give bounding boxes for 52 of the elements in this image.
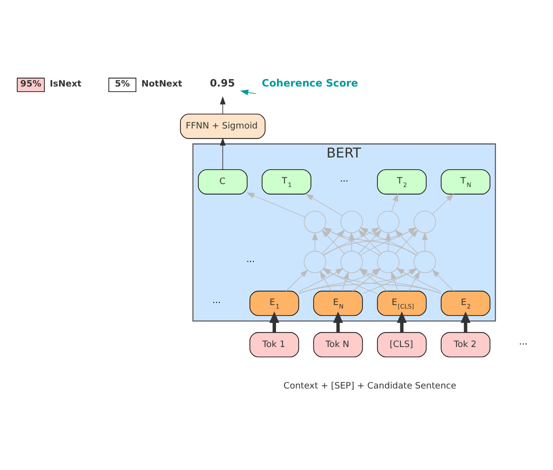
arrow [391, 270, 398, 291]
arrow [408, 270, 420, 291]
node-box: E$_{2}$ [440, 290, 490, 316]
label: ··· [519, 340, 528, 350]
arrow [432, 268, 454, 291]
node-box: T$_{2}$ [377, 168, 427, 194]
node-box: E$_{[CLS]}$ [377, 290, 427, 316]
arrow [391, 192, 398, 212]
node-box: FFNN + Sigmoid [180, 113, 266, 138]
node-label: IsNext [50, 79, 82, 90]
arrow [320, 270, 332, 291]
node-box: T$_{N}$ [440, 168, 490, 194]
node-circle [377, 250, 400, 273]
arrow [432, 193, 454, 214]
node-circle [414, 210, 436, 233]
node-circle [377, 210, 400, 233]
label: ··· [246, 256, 255, 267]
arrow [220, 96, 226, 114]
label: ··· [212, 298, 221, 308]
node-circle [304, 210, 326, 233]
arrow [396, 310, 407, 332]
arrow [305, 193, 343, 216]
node-box: Tok 2 [440, 332, 490, 357]
arrow [269, 310, 280, 332]
node-box: E$_{N}$ [313, 290, 363, 316]
label: ··· [340, 176, 348, 187]
node-box: C [198, 168, 248, 194]
arrow [348, 231, 354, 251]
node-circle [414, 250, 436, 273]
node-circle [340, 250, 363, 273]
arrow [312, 231, 318, 251]
node-text: Coherence Score [262, 78, 358, 90]
node-text: 0.95 [210, 78, 235, 90]
arrow [240, 89, 256, 95]
arrow [286, 268, 308, 291]
node-label: NotNext [141, 79, 182, 90]
arrow [342, 270, 349, 291]
node-box: [CLS] [377, 332, 427, 357]
arrow [422, 231, 428, 251]
node-box: T$_{1}$ [262, 168, 312, 194]
arrow [220, 137, 226, 170]
arrow [396, 267, 442, 292]
node-box: E$_{1}$ [250, 290, 300, 316]
node-box: Tok 1 [250, 332, 300, 357]
node-circle [304, 250, 326, 273]
arrow [385, 231, 392, 251]
node-box: Tok N [313, 332, 363, 357]
arrow [333, 310, 344, 332]
arrow [460, 310, 471, 332]
arrow [246, 192, 306, 217]
node-circle [340, 210, 363, 233]
label: Context + [SEP] + Candidate Sentence [284, 380, 456, 391]
